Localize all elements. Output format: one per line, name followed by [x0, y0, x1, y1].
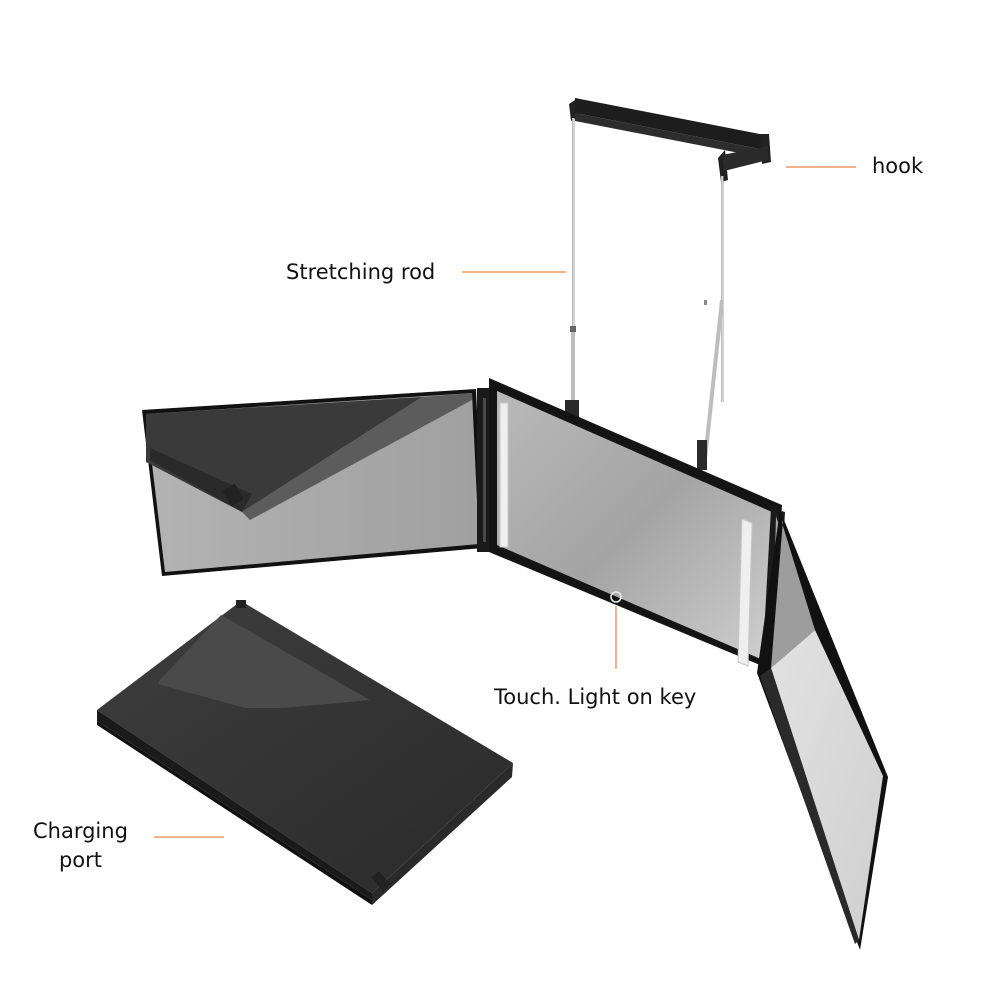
charging-port-label-line2: port [58, 848, 102, 872]
folded-mirror-case [97, 600, 513, 905]
hook-label: hook [872, 154, 924, 178]
charging-port-slot [213, 798, 221, 805]
led-strip-right [737, 518, 753, 667]
hook-bracket [569, 98, 771, 182]
stretching-rods [565, 118, 724, 470]
left-mirror-panel [142, 389, 483, 576]
stretching-rod-leader-line [462, 271, 566, 273]
led-strip-left [499, 402, 509, 548]
touch-key-label: Touch. Light on key [494, 685, 697, 709]
right-mirror-panel [757, 508, 888, 950]
stretching-rod-label: Stretching rod [286, 260, 436, 284]
left-hinge [477, 388, 489, 552]
charging-port-label: Charging port [33, 817, 128, 875]
charging-port-leader-line [154, 836, 224, 838]
touch-key-leader-line [615, 606, 617, 669]
hook-leader-line [786, 166, 856, 168]
touch-key-icon [610, 591, 622, 603]
charging-port-label-line1: Charging [33, 819, 128, 843]
center-mirror-panel [489, 378, 782, 670]
